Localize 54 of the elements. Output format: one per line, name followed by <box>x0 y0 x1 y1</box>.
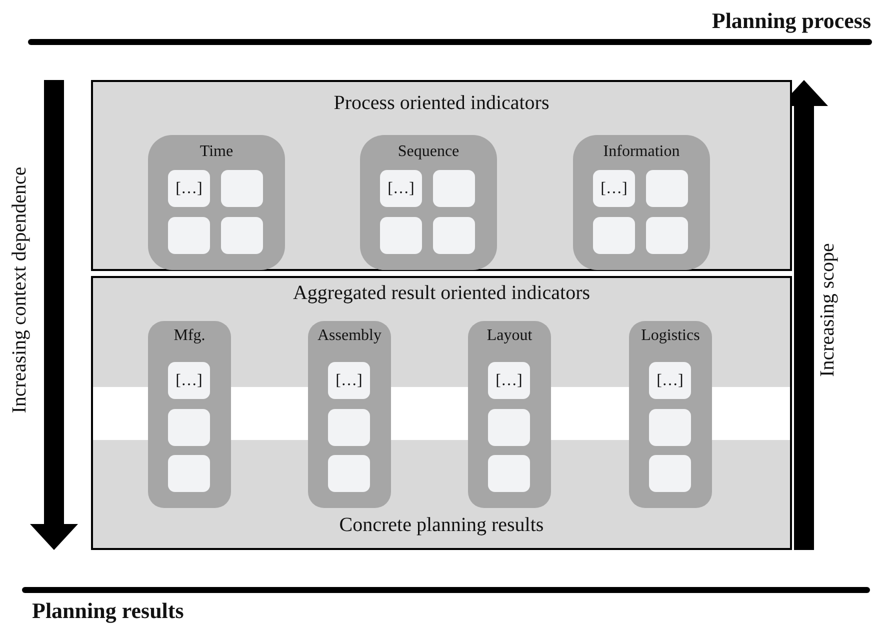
heading: Planning process <box>712 8 871 34</box>
indicator-box <box>221 170 263 207</box>
heading: Planning results <box>32 598 184 624</box>
indicator-box <box>221 217 263 254</box>
indicator-box <box>649 409 691 446</box>
indicator-box <box>488 362 530 399</box>
indicator-box <box>328 455 370 492</box>
placeholder-text: […] <box>388 180 414 198</box>
category-group <box>308 321 391 508</box>
category-group <box>148 321 231 508</box>
indicator-box <box>168 409 210 446</box>
indicator-box <box>433 170 475 207</box>
category-group <box>573 135 710 270</box>
indicator-box <box>646 170 688 207</box>
indicator-box <box>380 170 422 207</box>
category-title: Information <box>602 143 681 161</box>
category-group <box>629 321 712 508</box>
indicator-box <box>649 455 691 492</box>
category-title: Sequence <box>396 143 460 161</box>
panel <box>91 276 792 550</box>
axis-label: Increasing scope <box>816 243 840 377</box>
placeholder-text: […] <box>176 180 202 198</box>
indicator-box <box>593 170 635 207</box>
indicator-box <box>168 217 210 254</box>
category-group <box>468 321 551 508</box>
indicator-box <box>433 217 475 254</box>
indicator-box <box>646 217 688 254</box>
category-group <box>148 135 285 270</box>
placeholder-text: […] <box>336 372 362 390</box>
category-title: Mfg. <box>172 327 206 345</box>
category-title: Assembly <box>316 327 382 345</box>
panel-title: Process oriented indicators <box>332 92 550 115</box>
placeholder-text: […] <box>656 372 684 390</box>
placeholder-text: […] <box>176 372 202 390</box>
indicator-box <box>488 409 530 446</box>
category-title: Logistics <box>640 327 701 345</box>
category-title: Layout <box>486 327 534 345</box>
category-group <box>360 135 497 270</box>
placeholder-text: […] <box>496 372 522 390</box>
indicator-box <box>168 362 210 399</box>
panel-caption: Concrete planning results <box>338 514 545 537</box>
placeholder-text: […] <box>600 180 628 198</box>
indicator-box <box>380 217 422 254</box>
panel <box>91 80 792 271</box>
indicator-box <box>488 455 530 492</box>
indicator-box <box>168 170 210 207</box>
panel-title: Aggregated result oriented indicators <box>292 282 592 305</box>
category-title: Time <box>198 143 234 161</box>
axis-label: Increasing context dependence <box>8 166 32 414</box>
indicator-box <box>328 409 370 446</box>
indicator-box <box>168 455 210 492</box>
indicator-box <box>649 362 691 399</box>
indicator-box <box>593 217 635 254</box>
indicator-box <box>328 362 370 399</box>
